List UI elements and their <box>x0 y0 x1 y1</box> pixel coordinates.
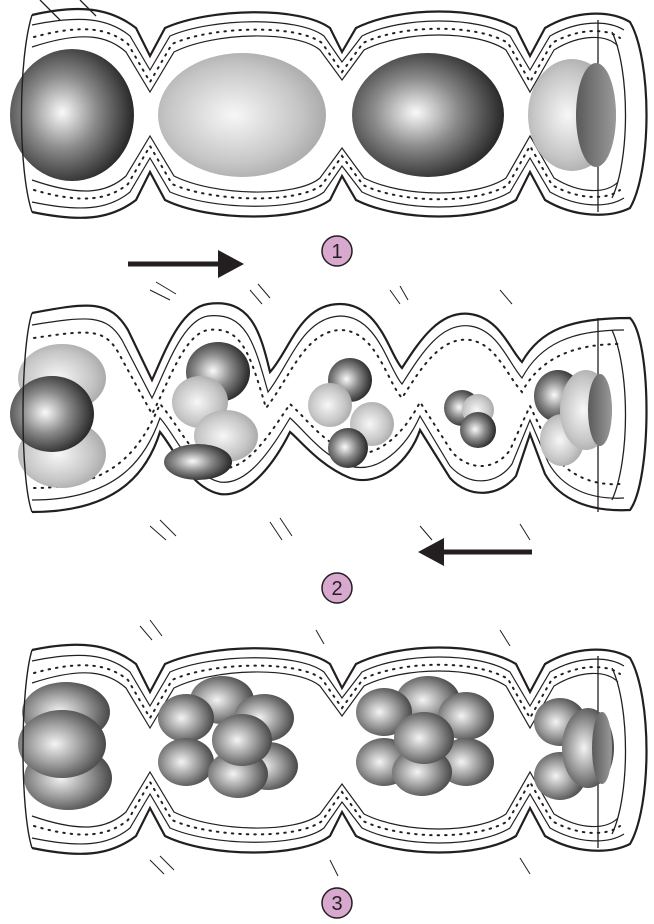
gland-dots <box>34 29 620 82</box>
food-bolus <box>328 428 368 468</box>
food-bolus <box>164 444 232 480</box>
step-2-badge: 2 <box>322 573 352 603</box>
gland-dots <box>34 665 620 718</box>
wall-layer <box>32 416 624 500</box>
step-3-badge: 3 <box>322 888 352 918</box>
wall-layer <box>32 671 618 728</box>
food-bolus <box>352 53 504 177</box>
step-3-label: 3 <box>331 893 342 915</box>
arrow-left <box>418 538 532 566</box>
food-bolus-cut <box>588 374 612 446</box>
intestine-segment-2 <box>10 282 647 540</box>
step-2-label: 2 <box>331 578 342 600</box>
food-bolus-cut <box>592 712 612 784</box>
food-bolus <box>18 710 106 778</box>
gland-dots <box>34 782 620 835</box>
food-bolus <box>212 714 272 766</box>
food-bolus <box>158 738 214 786</box>
food-bolus <box>308 383 352 427</box>
food-bolus <box>158 694 214 742</box>
food-bolus-cut <box>576 63 616 167</box>
arrow-right <box>128 250 244 278</box>
intestine-segment-3 <box>18 620 647 876</box>
wall-layer <box>32 772 618 829</box>
step-1-badge: 1 <box>322 236 352 266</box>
step-1-label: 1 <box>331 241 342 263</box>
food-bolus <box>10 49 134 181</box>
food-bolus <box>394 712 454 764</box>
food-bolus <box>158 53 326 177</box>
intestine-segment-1 <box>10 0 647 218</box>
food-bolus <box>460 412 496 448</box>
